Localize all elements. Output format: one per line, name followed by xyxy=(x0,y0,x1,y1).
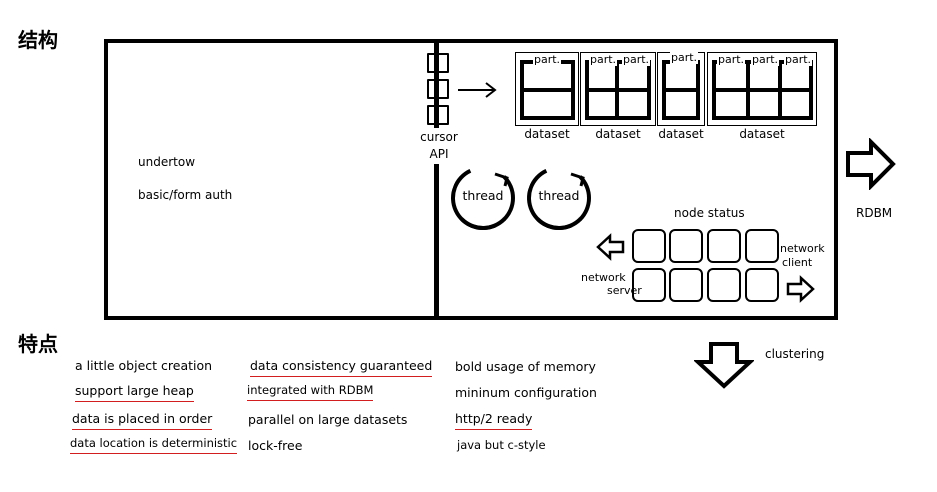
cursor-label: cursor xyxy=(420,130,458,144)
partition xyxy=(585,60,619,120)
clustering-arrow-icon xyxy=(694,342,754,389)
partition xyxy=(746,60,782,120)
features-heading: 特点 xyxy=(18,332,58,356)
network-client-label-2: client xyxy=(782,256,813,269)
structure-heading: 结构 xyxy=(18,28,58,52)
partition-label: part. xyxy=(717,53,746,66)
feature-item: support large heap xyxy=(75,383,194,402)
partition xyxy=(615,60,651,120)
partition-label: part. xyxy=(533,53,562,66)
panel-divider xyxy=(434,40,439,319)
feature-item: mininum configuration xyxy=(455,385,597,400)
node-status-label: node status xyxy=(674,206,745,220)
feature-item: data consistency guaranteed xyxy=(250,358,433,377)
server-label: undertow xyxy=(138,155,196,169)
node-cell xyxy=(745,229,779,263)
feature-item: bold usage of memory xyxy=(455,359,596,374)
partition-label: part. xyxy=(670,51,699,64)
feature-item: http/2 ready xyxy=(455,411,533,430)
feature-item: java but c-style xyxy=(457,438,546,452)
node-cell xyxy=(669,268,703,302)
partition xyxy=(662,60,700,120)
partition xyxy=(520,60,575,120)
partition-label: part. xyxy=(784,53,813,66)
node-cell xyxy=(669,229,703,263)
partition xyxy=(712,60,750,120)
partition-label: part. xyxy=(622,53,651,66)
clustering-label: clustering xyxy=(765,347,825,361)
cycle-arrow-icon xyxy=(494,172,509,187)
thread-label: thread xyxy=(538,188,580,203)
feature-item: data location is deterministic xyxy=(70,436,238,454)
dataset-label: dataset xyxy=(524,127,570,141)
thread-cycle: thread xyxy=(441,156,525,240)
node-cell xyxy=(707,268,741,302)
api-label: API xyxy=(429,147,449,161)
node-cell xyxy=(707,229,741,263)
network-server-label-2: server xyxy=(607,284,642,297)
thread-label: thread xyxy=(462,188,504,203)
feature-item: a little object creation xyxy=(75,358,213,373)
architecture-frame xyxy=(104,39,838,320)
cursor-slot xyxy=(427,105,449,125)
cursor-slot xyxy=(427,53,449,73)
cycle-arrow-icon xyxy=(570,172,585,187)
rdbm-label: RDBM xyxy=(856,206,893,220)
dataset-label: dataset xyxy=(595,127,641,141)
arrow-left-icon xyxy=(596,233,625,261)
dataset-label: dataset xyxy=(658,127,704,141)
arrow-right-icon xyxy=(458,82,497,98)
partition-label: part. xyxy=(751,53,780,66)
node-cell xyxy=(632,229,666,263)
node-cell xyxy=(745,268,779,302)
node-cell xyxy=(632,268,666,302)
partition-label: part. xyxy=(589,53,618,66)
auth-label: basic/form auth xyxy=(138,188,233,202)
feature-item: lock-free xyxy=(248,438,303,453)
dataset-label: dataset xyxy=(739,127,785,141)
cursor-slot xyxy=(427,79,449,99)
arrow-right-outline-icon xyxy=(786,275,815,303)
feature-item: data is placed in order xyxy=(72,411,213,430)
feature-item: integrated with RDBM xyxy=(247,383,374,401)
thread-cycle: thread xyxy=(517,156,601,240)
feature-item: parallel on large datasets xyxy=(248,412,408,427)
network-client-label: network xyxy=(780,242,825,255)
rdbm-arrow-icon xyxy=(846,138,896,190)
partition xyxy=(778,60,813,120)
network-server-label: network xyxy=(581,271,626,284)
